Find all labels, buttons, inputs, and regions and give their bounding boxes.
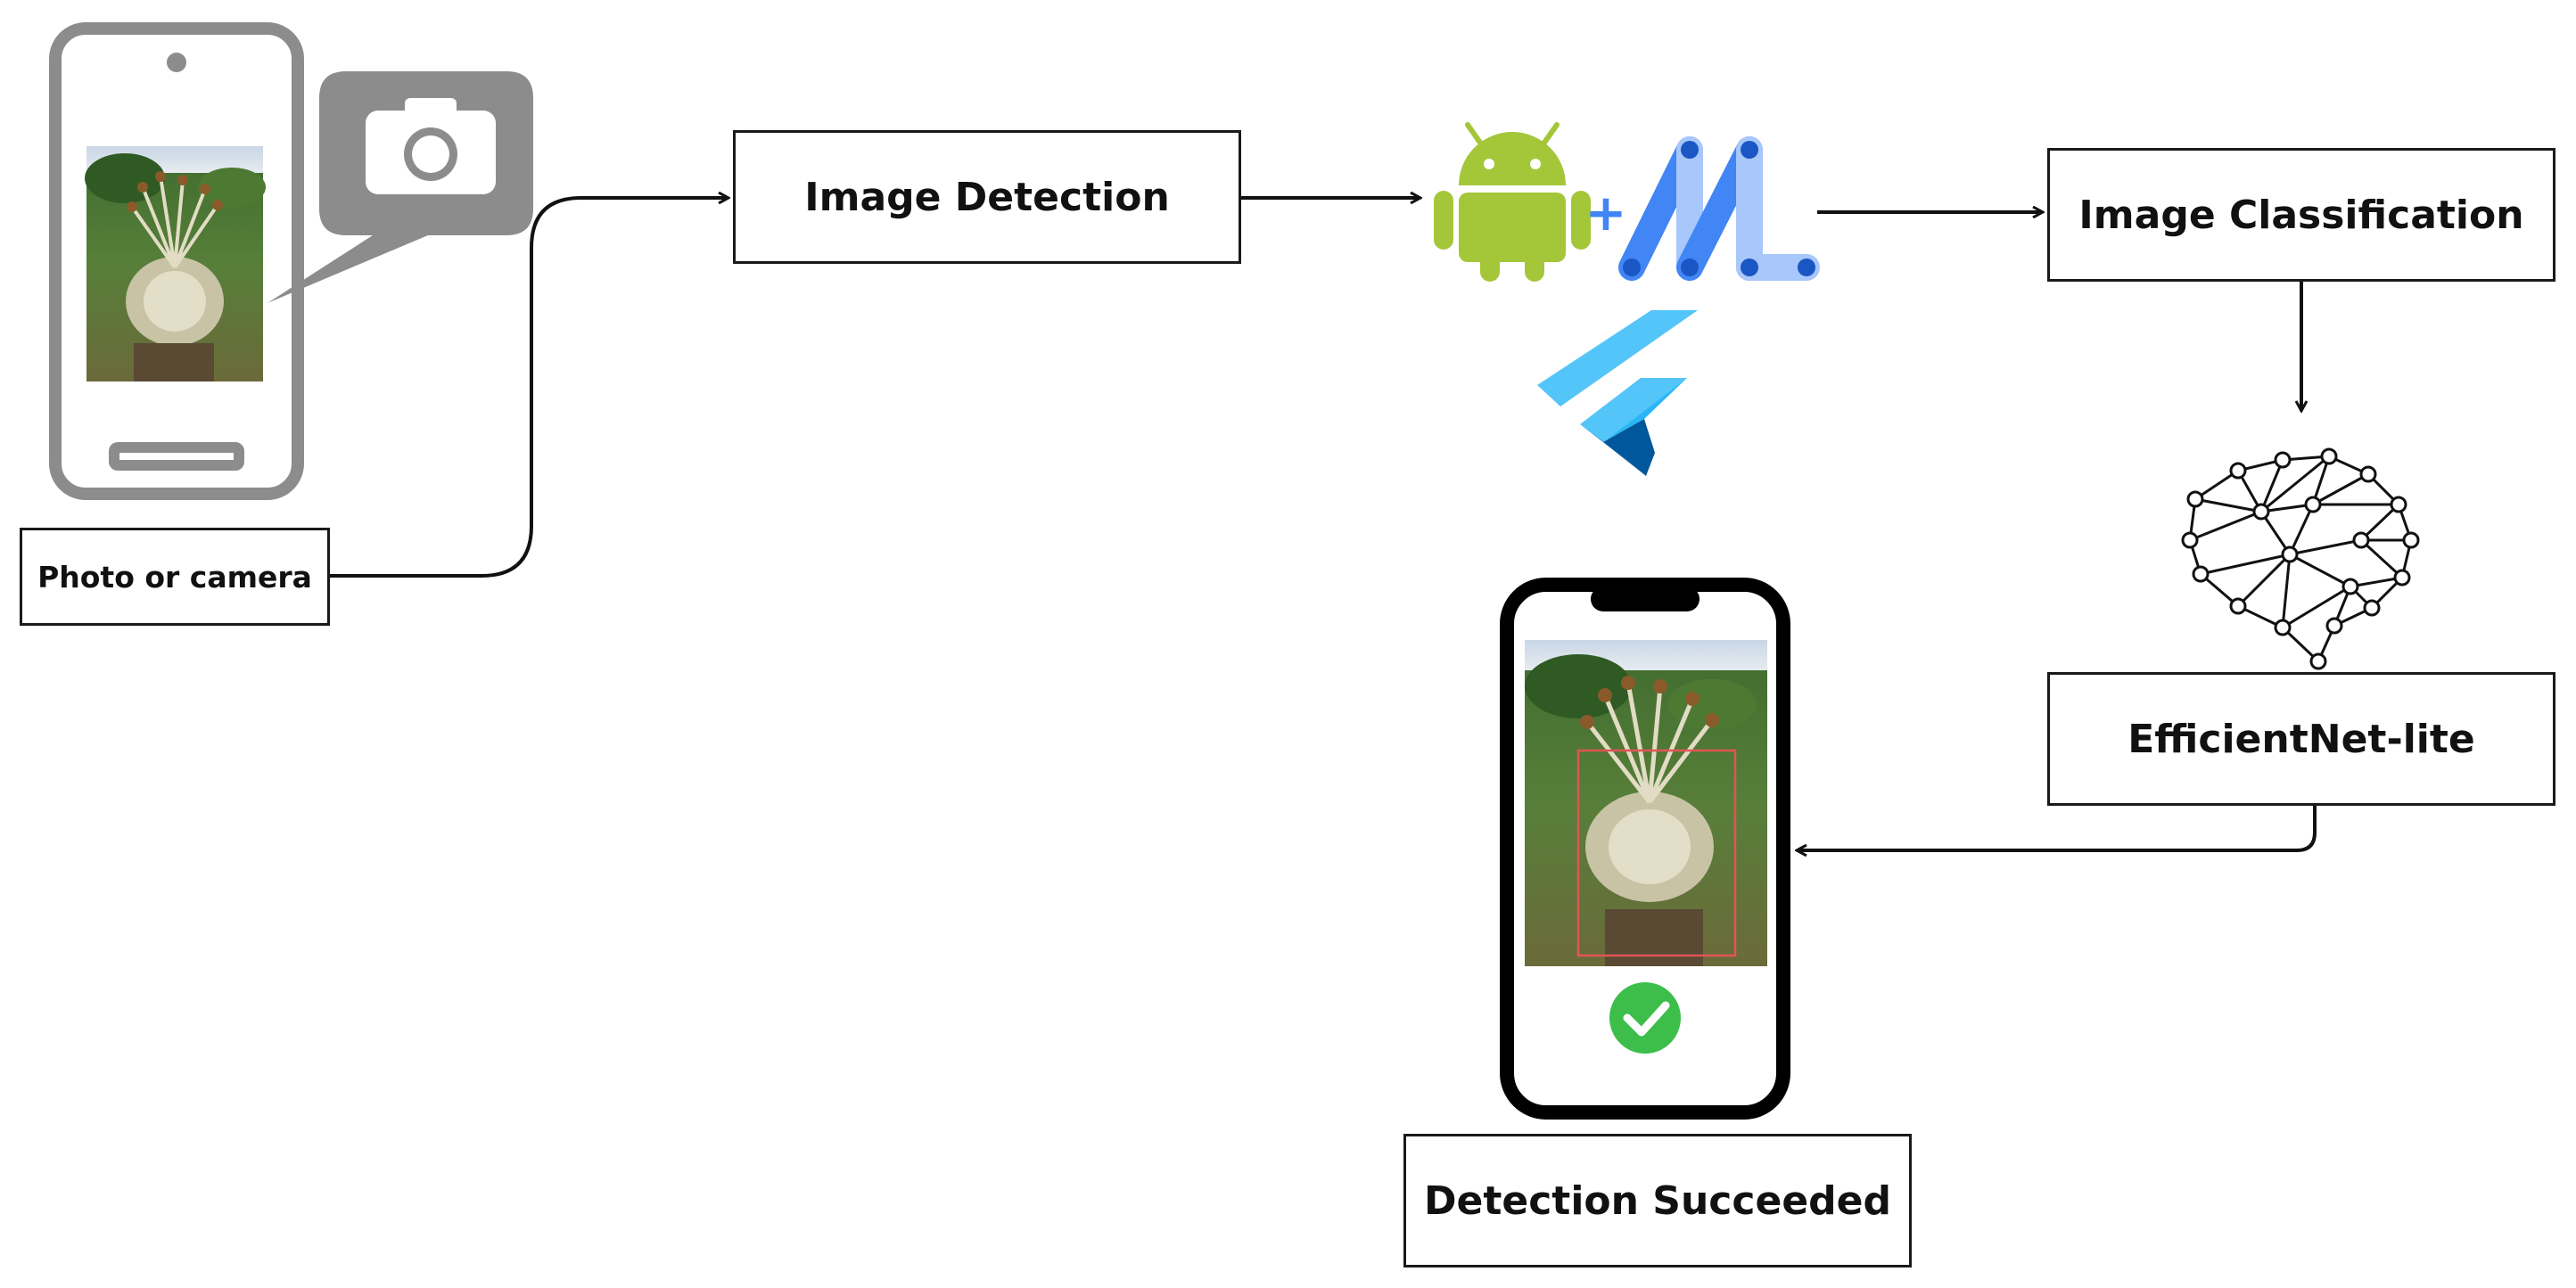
box-image-detection-label: Image Detection <box>804 174 1170 220</box>
box-image-classification-label: Image Classification <box>2078 192 2524 238</box>
phone-camera-dot <box>167 53 186 72</box>
camera-icon <box>366 98 496 194</box>
neural-network-icon <box>2181 447 2420 670</box>
check-icon <box>1609 982 1681 1054</box>
source-phone <box>49 22 304 500</box>
arrow-model-to-result <box>1798 806 2317 850</box>
plus-sign: + <box>1585 185 1627 242</box>
arrow-source-to-detection <box>330 198 728 578</box>
camera-bubble <box>267 71 533 303</box>
box-photo-or-camera: Photo or camera <box>20 528 330 626</box>
detected-plant-photo <box>1525 640 1767 966</box>
box-photo-or-camera-label: Photo or camera <box>37 559 312 595</box>
box-detection-succeeded: Detection Succeeded <box>1403 1134 1912 1267</box>
box-detection-succeeded-label: Detection Succeeded <box>1423 1177 1891 1224</box>
box-image-classification: Image Classification <box>2047 148 2555 282</box>
flutter-icon <box>1537 310 1698 476</box>
box-efficientnet-lite: EfficientNet-lite <box>2047 672 2555 806</box>
box-efficientnet-lite-label: EfficientNet-lite <box>2127 716 2475 762</box>
result-phone <box>1500 578 1790 1120</box>
detection-bounding-box <box>1576 749 1737 957</box>
plant-photo <box>85 146 266 381</box>
ml-kit-icon <box>1618 136 1820 281</box>
box-image-detection: Image Detection <box>733 130 1241 264</box>
android-icon <box>1434 122 1591 282</box>
phone-notch <box>1591 587 1700 611</box>
phone-home-bar <box>109 442 244 471</box>
